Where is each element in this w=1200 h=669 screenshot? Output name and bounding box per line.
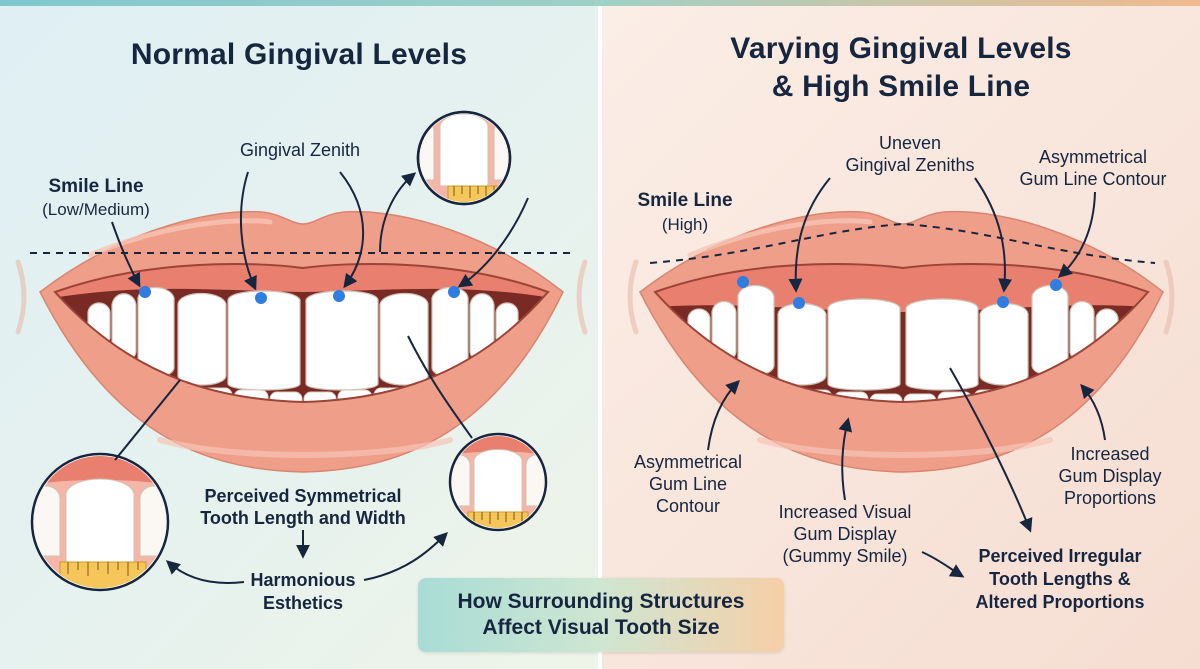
high-smile-line-label: Smile Line	[637, 190, 733, 211]
varying-panel-arrows	[707, 177, 1106, 578]
asym-gum-top-line1: Asymmetrical	[1038, 147, 1147, 167]
asym-gum-top-line2: Gum Line Contour	[1019, 169, 1167, 189]
increased-gum-right-line3: Proportions	[1063, 488, 1157, 508]
irregular-lengths-line1: Perceived Irregular	[978, 546, 1142, 566]
normal-panel-arrows	[111, 171, 529, 584]
asym-gum-left-line1: Asymmetrical	[633, 452, 742, 472]
increased-visual-line2: Gum Display	[793, 524, 897, 544]
irregular-lengths-line2: Tooth Lengths &	[989, 569, 1131, 589]
zoom-circle-bottom-right	[448, 432, 548, 532]
panel-divider	[598, 6, 602, 669]
high-smile-line-sublabel: (High)	[661, 215, 709, 234]
increased-visual-line1: Increased Visual	[778, 502, 912, 522]
caption-box: How Surrounding Structures Affect Visual…	[418, 578, 784, 652]
caption-line2: Affect Visual Tooth Size	[482, 616, 720, 639]
varying-panel-title-line2: & High Smile Line	[771, 70, 1031, 103]
normal-panel-title: Normal Gingival Levels	[130, 38, 468, 71]
harmonious-line1: Harmonious	[250, 570, 356, 590]
increased-visual-line3: (Gummy Smile)	[782, 546, 908, 566]
increased-gum-right-line2: Gum Display	[1058, 466, 1162, 486]
gingival-zenith-label: Gingival Zenith	[239, 140, 361, 160]
varying-mouth-illustration	[627, 210, 1175, 473]
zenith-dots	[139, 286, 460, 304]
zoom-circle-bottom-left	[30, 452, 170, 592]
smile-line-sublabel: (Low/Medium)	[42, 200, 150, 219]
increased-gum-right-line1: Increased	[1070, 444, 1150, 464]
smile-line-label: Smile Line	[48, 176, 144, 197]
perceived-symmetrical-line1: Perceived Symmetrical	[204, 486, 402, 506]
varying-panel-title-line1: Varying Gingival Levels	[730, 32, 1072, 65]
uneven-zenith-dots	[737, 276, 1062, 309]
asym-gum-left-line3: Contour	[655, 496, 721, 516]
irregular-lengths-line3: Altered Proportions	[975, 592, 1145, 612]
uneven-zeniths-line1: Uneven	[878, 133, 942, 153]
asym-gum-left-line2: Gum Line	[648, 474, 728, 494]
uneven-zeniths-line2: Gingival Zeniths	[845, 155, 975, 175]
perceived-symmetrical-line2: Tooth Length and Width	[200, 508, 406, 528]
top-gradient-bar	[0, 0, 1200, 6]
harmonious-line2: Esthetics	[262, 593, 344, 613]
high-smile-line-dashed	[649, 222, 1156, 264]
caption-line1: How Surrounding Structures	[457, 589, 745, 613]
zoom-circle-top	[416, 110, 512, 206]
